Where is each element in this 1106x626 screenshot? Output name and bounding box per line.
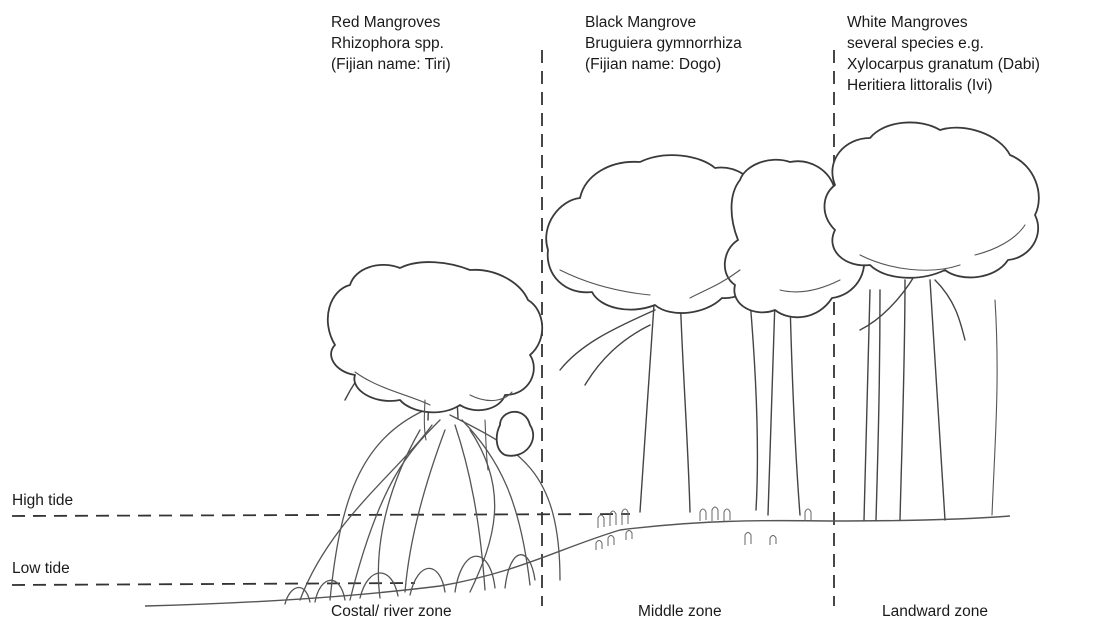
red-mangrove-fijian-name: (Fijian name: Tiri) [331, 54, 451, 75]
white-mangrove-label: White Mangroves several species e.g. Xyl… [847, 12, 1040, 96]
red-mangrove-canopy [328, 262, 542, 412]
white-mangrove-trees [824, 122, 1038, 520]
red-mangrove-label: Red Mangroves Rhizophora spp. (Fijian na… [331, 12, 451, 75]
ground-line [145, 516, 1010, 606]
coastal-zone-label: Costal/ river zone [331, 603, 452, 621]
black-mangrove-label: Black Mangrove Bruguiera gymnorrhiza (Fi… [585, 12, 742, 75]
black-mangrove-common-name: Black Mangrove [585, 12, 742, 33]
middle-zone-label: Middle zone [638, 603, 722, 621]
background-tree-outline [992, 300, 997, 515]
low-tide-label: Low tide [12, 560, 70, 578]
white-mangrove-common-name: White Mangroves [847, 12, 1040, 33]
black-mangrove-scientific-name: Bruguiera gymnorrhiza [585, 33, 742, 54]
landward-zone-label: Landward zone [882, 603, 988, 621]
red-mangrove-tree [285, 262, 560, 604]
white-mangrove-species-1: Xylocarpus granatum (Dabi) [847, 54, 1040, 75]
white-mangrove-canopy [824, 122, 1038, 277]
white-mangrove-species-2: Heritiera littoralis (Ivi) [847, 75, 1040, 96]
black-mangrove-fijian-name: (Fijian name: Dogo) [585, 54, 742, 75]
high-tide-line [12, 514, 630, 516]
red-mangrove-common-name: Red Mangroves [331, 12, 451, 33]
high-tide-label: High tide [12, 492, 73, 510]
black-mangrove-trees [546, 155, 864, 550]
white-mangrove-description: several species e.g. [847, 33, 1040, 54]
red-mangrove-scientific-name: Rhizophora spp. [331, 33, 451, 54]
